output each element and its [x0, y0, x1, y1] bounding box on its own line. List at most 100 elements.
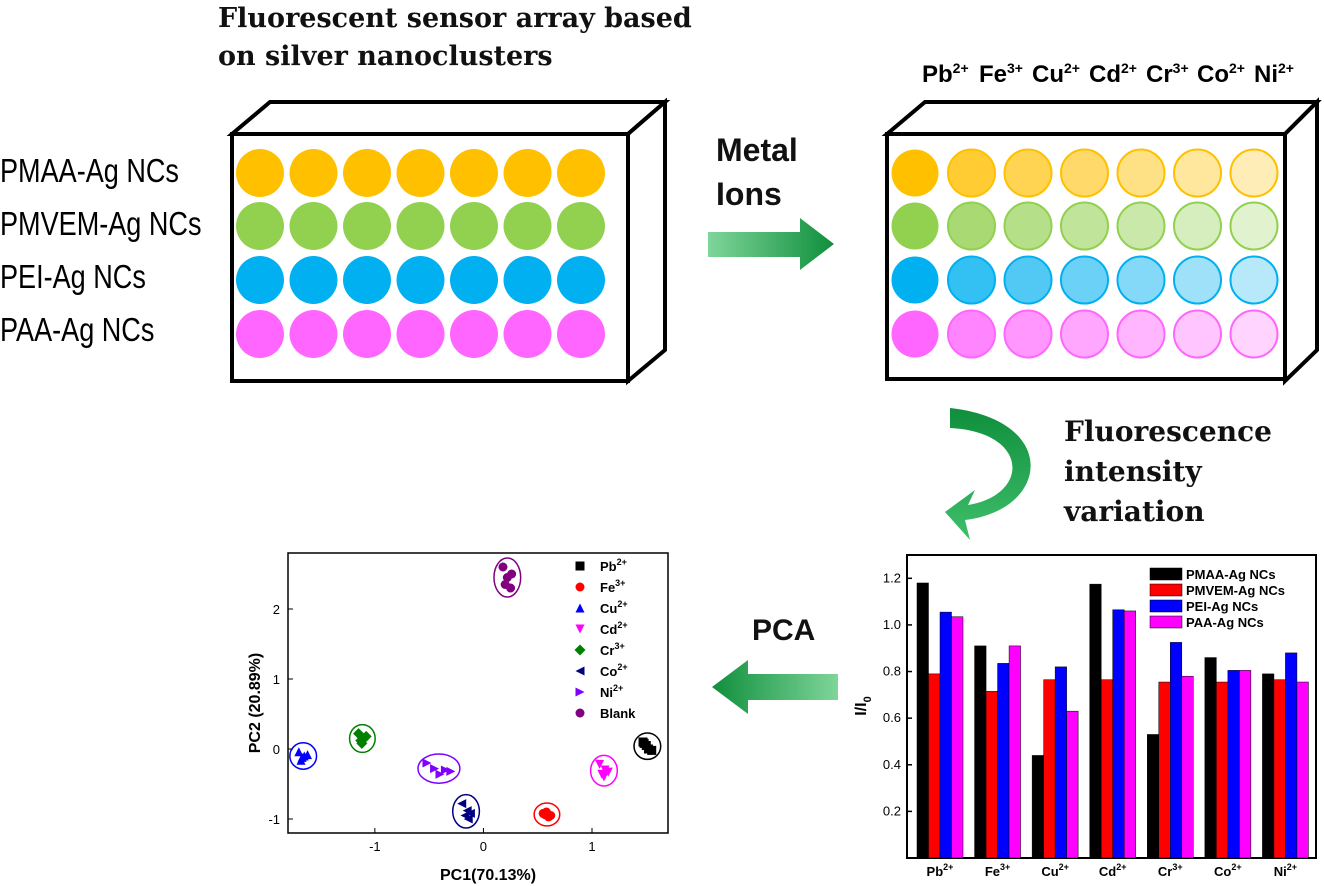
y-tick-label: -1: [268, 812, 280, 827]
fluorescence-line-2: intensity: [1064, 455, 1202, 488]
cluster-ellipse: [348, 723, 376, 754]
right-well: [1229, 309, 1279, 359]
right-well: [1116, 201, 1166, 251]
left-well: [557, 149, 605, 197]
bar: [1054, 666, 1067, 859]
legend-label-charge: 2+: [617, 620, 627, 630]
legend-label-charge: 2+: [617, 557, 627, 567]
row-label-pmaa: PMAA-Ag NCs: [0, 152, 179, 189]
bar: [916, 582, 929, 859]
marker-square: [647, 745, 657, 755]
marker-triangle-up: [294, 747, 304, 757]
marker-triangle-up: [575, 603, 585, 613]
row-label-paa: PAA-Ag NCs: [0, 311, 155, 348]
bar: [1066, 710, 1079, 859]
marker-triangle-right: [446, 766, 456, 776]
left-well: [289, 202, 338, 250]
right-well: [1229, 255, 1279, 305]
marker-diamond: [360, 730, 372, 742]
y-tick-label: 1.2: [883, 570, 901, 585]
bar: [997, 663, 1010, 859]
bar: [1227, 670, 1240, 859]
left-well: [236, 256, 284, 304]
metal-ions-line-2: Ions: [716, 176, 782, 212]
left-well: [503, 202, 552, 250]
cluster-ellipse: [289, 742, 318, 770]
x-tick-label: -1: [369, 839, 381, 854]
pca-frame: [287, 552, 669, 834]
row-label-pei: PEI-Ag NCs: [0, 258, 146, 295]
bar: [1112, 609, 1125, 859]
right-well: [947, 309, 996, 359]
right-well: [947, 148, 996, 198]
bar: [1147, 734, 1160, 859]
pca-label: PCA: [752, 614, 816, 647]
marker-triangle-right: [435, 769, 445, 779]
legend-label-base: Ni: [600, 685, 613, 700]
marker-triangle-left: [457, 799, 467, 809]
bar: [974, 645, 987, 859]
x-tick-label: 0: [480, 839, 487, 854]
x-tick-label-charge: 3+: [1172, 862, 1182, 872]
left-well: [450, 149, 498, 197]
left-well: [236, 149, 284, 197]
legend-label: Pb2+: [600, 557, 627, 574]
x-tick-label: Ni2+: [1274, 862, 1297, 879]
legend-label-charge: 3+: [614, 641, 624, 651]
x-tick-label: Fe3+: [985, 862, 1010, 879]
marker-triangle-left: [463, 814, 473, 824]
legend-label: Fe3+: [600, 578, 625, 595]
legend-label-base: Cd: [600, 622, 617, 637]
right-well: [891, 310, 939, 358]
right-well: [1116, 148, 1166, 198]
marker-circle: [575, 708, 585, 718]
bar: [1043, 679, 1056, 859]
legend-swatch: [1149, 567, 1183, 581]
y-tick-label: 0.8: [883, 664, 901, 679]
marker-triangle-left: [575, 666, 585, 676]
left-well: [236, 310, 284, 358]
legend-label-base: Fe: [600, 580, 615, 595]
right-well: [1116, 309, 1166, 359]
marker-diamond: [356, 737, 368, 749]
fluorescence-curved-arrow: [945, 408, 1031, 540]
left-well: [289, 256, 338, 304]
y-tick-label: 0.4: [883, 757, 901, 772]
legend-swatch: [1149, 615, 1183, 629]
x-tick-label-charge: 3+: [1000, 862, 1010, 872]
pca-arrow: [712, 660, 838, 714]
legend-label: PAA-Ag NCs: [1186, 615, 1264, 630]
marker-circle: [500, 580, 510, 589]
row-label-pmvem: PMVEM-Ag NCs: [0, 205, 202, 242]
legend-label: Co2+: [600, 662, 628, 679]
marker-triangle-down: [599, 772, 609, 782]
left-well: [396, 256, 445, 304]
right-well: [1003, 201, 1053, 251]
cluster-ellipse: [589, 754, 619, 787]
right-well: [1003, 309, 1053, 359]
marker-triangle-right: [422, 758, 432, 768]
y-axis-label: PC2 (20.89%): [247, 653, 264, 754]
left-well: [503, 149, 552, 197]
bar: [1031, 755, 1044, 859]
fluorescence-line-1: Fluorescence: [1064, 415, 1272, 448]
x-tick-label-base: Pb: [927, 864, 944, 879]
legend-swatch: [1149, 583, 1183, 597]
legend-label-charge: 2+: [617, 599, 627, 609]
bar: [1262, 673, 1275, 859]
marker-triangle-down: [575, 624, 585, 634]
marker-triangle-down: [595, 759, 605, 769]
marker-circle: [575, 582, 585, 592]
legend-label-base: Cr: [600, 643, 614, 658]
y-tick-label: 1: [273, 672, 280, 687]
ion-label-fe: Fe3+: [979, 60, 1023, 88]
ion-label-cr: Cr3+: [1146, 60, 1189, 88]
marker-diamond: [574, 644, 586, 656]
marker-triangle-up: [296, 755, 306, 765]
bar: [939, 611, 952, 859]
x-tick-label-base: Ni: [1274, 864, 1287, 879]
right-well: [1229, 148, 1279, 198]
marker-square: [575, 561, 585, 571]
